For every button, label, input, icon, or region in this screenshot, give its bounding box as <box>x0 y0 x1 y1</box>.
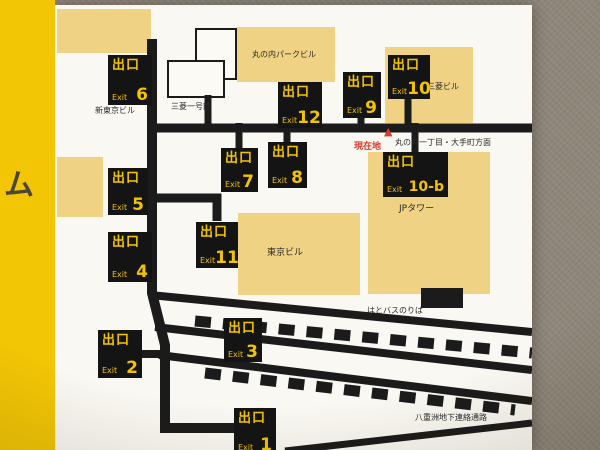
current-location-triangle-icon: ▲ <box>384 125 393 138</box>
exit-map-panel: 丸の内パークビル 三菱ビル 新東京ビル 三菱一号館 丸の内一丁目・大手町方面 現… <box>55 5 532 450</box>
exit-label-jp: 出口 <box>272 145 301 160</box>
exit-label-en: Exit <box>392 87 408 96</box>
exit-number: 4 <box>136 261 148 282</box>
exit-label-en: Exit <box>272 176 288 185</box>
label-yaesu: 八重洲地下連絡通路 <box>415 413 487 422</box>
exit-box-1: 出口 Exit 1 <box>234 408 276 450</box>
exit-label-en: Exit <box>112 93 128 102</box>
exit-number: 5 <box>132 194 144 215</box>
exit-label-en: Exit <box>347 106 363 115</box>
road-network <box>142 39 532 450</box>
exit-label-en: Exit <box>112 270 128 279</box>
building-block-top-left <box>57 9 151 53</box>
building-block-bus-office <box>421 288 463 308</box>
label-ichigokan: 三菱一号館 <box>171 102 211 111</box>
exit-label-en: Exit <box>387 185 403 194</box>
exit-label-en: Exit <box>238 443 254 450</box>
strip-character: ム <box>4 168 34 203</box>
exit-number: 12 <box>297 107 321 128</box>
exit-label-jp: 出口 <box>347 75 376 90</box>
exit-label-jp: 出口 <box>200 225 229 240</box>
exit-box-6: 出口 Exit 6 <box>108 55 152 105</box>
building-tokyo <box>238 213 360 295</box>
exit-number: 2 <box>126 357 138 378</box>
exit-label-jp: 出口 <box>228 321 257 336</box>
exit-label-en: Exit <box>282 116 298 125</box>
exit-number: 1 <box>260 434 272 450</box>
exit-number: 10-b <box>408 179 444 196</box>
exit-box-5: 出口 Exit 5 <box>108 168 148 215</box>
label-jp-tower: JPタワー <box>399 204 435 214</box>
exit-label-jp: 出口 <box>392 58 421 73</box>
exit-number: 11 <box>215 247 239 268</box>
exit-number: 9 <box>365 97 377 118</box>
exit-box-2: 出口 Exit 2 <box>98 330 142 378</box>
exit-box-10b: 出口 Exit 10-b <box>383 152 448 197</box>
building-marunouchi-park <box>237 27 335 82</box>
exit-label-jp: 出口 <box>102 333 131 348</box>
label-tokyo-bldg: 東京ビル <box>267 248 304 258</box>
exit-number: 6 <box>136 84 148 105</box>
label-current-location: 現在地 <box>354 142 382 152</box>
exit-label-jp: 出口 <box>387 155 416 170</box>
label-hato-bus: はとバスのりば <box>367 306 423 315</box>
exit-number: 7 <box>242 171 254 192</box>
exit-number: 3 <box>246 341 258 362</box>
label-mitsubishi: 三菱ビル <box>427 82 459 91</box>
exit-label-jp: 出口 <box>282 85 311 100</box>
sign-yellow-border: ム <box>0 0 55 450</box>
exit-label-en: Exit <box>228 350 244 359</box>
exit-label-jp: 出口 <box>238 411 267 426</box>
label-shin-tokyo: 新東京ビル <box>95 106 135 115</box>
exit-label-jp: 出口 <box>225 151 254 166</box>
exit-label-en: Exit <box>102 366 118 375</box>
exit-number: 10 <box>407 78 431 99</box>
exit-number: 8 <box>291 167 303 188</box>
label-marunouchi-park: 丸の内パークビル <box>252 50 316 59</box>
building-block-left-mid <box>57 157 103 217</box>
exit-label-en: Exit <box>112 203 128 212</box>
building-ichigokan <box>167 60 225 98</box>
exit-label-en: Exit <box>200 256 216 265</box>
exit-box-4: 出口 Exit 4 <box>108 232 152 282</box>
exit-label-jp: 出口 <box>112 171 141 186</box>
exit-label-jp: 出口 <box>112 235 141 250</box>
exit-label-en: Exit <box>225 180 241 189</box>
label-direction: 丸の内一丁目・大手町方面 <box>395 138 491 147</box>
exit-label-jp: 出口 <box>112 58 141 73</box>
